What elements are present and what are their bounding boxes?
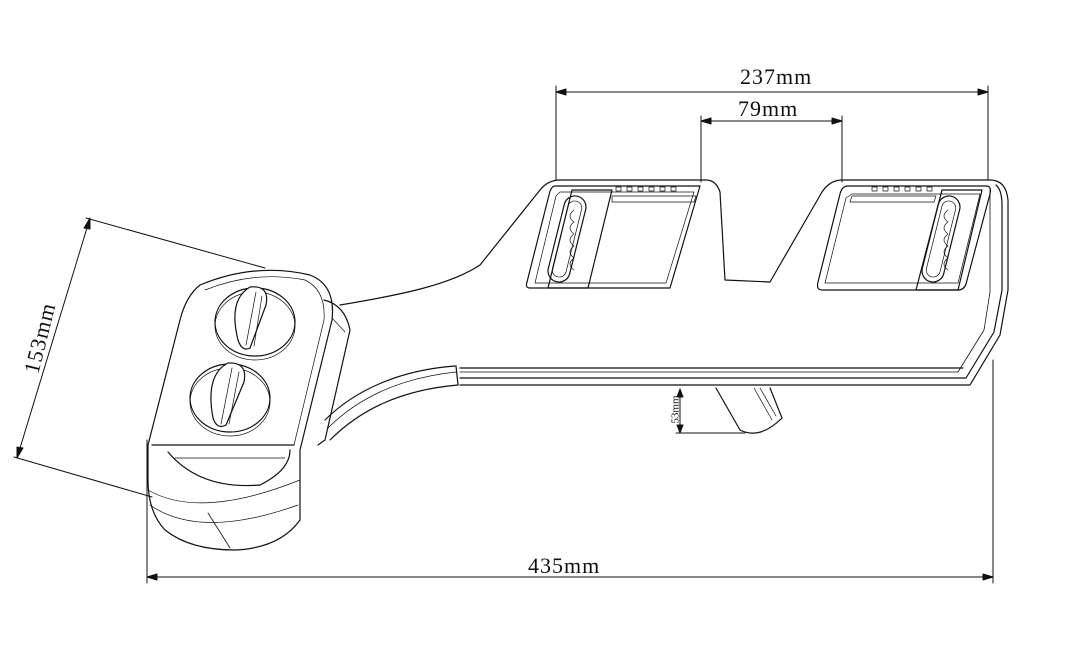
dimension-label-bracket-span: 237mm bbox=[740, 64, 813, 89]
dimension-lines bbox=[13, 85, 994, 584]
knob-lower bbox=[189, 362, 271, 437]
nozzle bbox=[715, 387, 783, 434]
control-housing bbox=[147, 269, 351, 551]
dimension-label-overall-length: 435mm bbox=[528, 553, 601, 578]
dimension-label-nozzle-drop: 53mm bbox=[669, 395, 682, 424]
knob-upper bbox=[214, 286, 296, 361]
right-bracket bbox=[816, 185, 992, 291]
left-bracket bbox=[525, 185, 701, 289]
dimension-label-bracket-gap: 79mm bbox=[738, 96, 799, 121]
bidet-body bbox=[147, 179, 1009, 551]
